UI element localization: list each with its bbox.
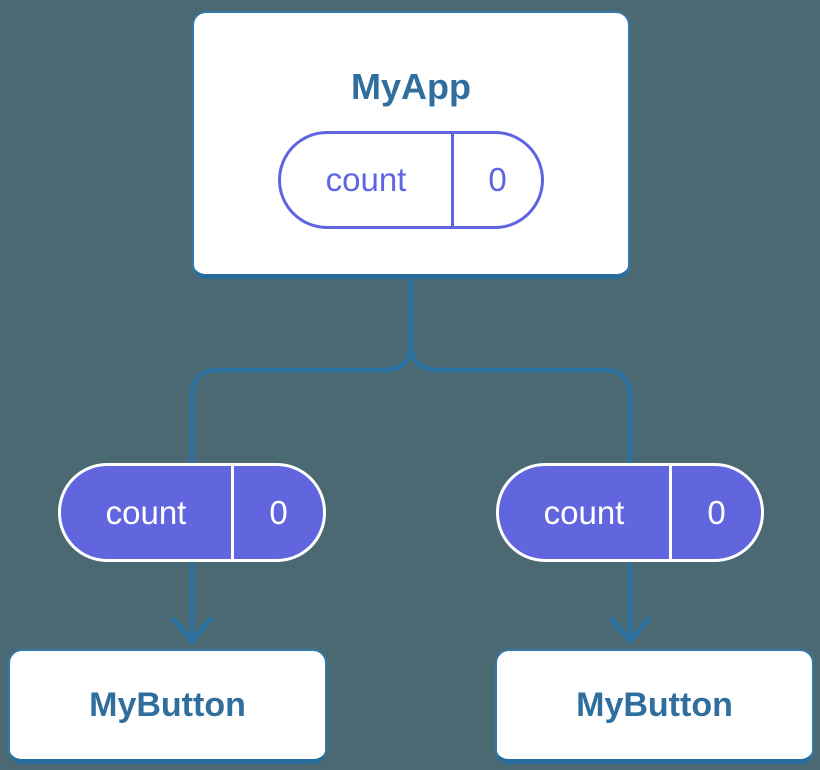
- prop-pill-right-divider: [669, 466, 672, 559]
- child-component-left-title: MyButton: [89, 686, 246, 724]
- prop-pill-right: count 0: [496, 463, 764, 562]
- prop-pill-left-name: count: [105, 493, 187, 531]
- prop-pill-right-value: 0: [707, 493, 726, 531]
- prop-pill-left-value: 0: [269, 493, 288, 531]
- root-component-card: MyApp count 0: [192, 11, 630, 279]
- arrow-left-head-icon: [171, 617, 213, 645]
- arrow-right-head-icon: [609, 617, 651, 645]
- root-component-title: MyApp: [351, 66, 471, 107]
- child-component-card-right: MyButton: [495, 649, 814, 764]
- state-pill-value: 0: [488, 161, 507, 198]
- prop-pill-right-name: count: [543, 493, 625, 531]
- child-component-right-title: MyButton: [576, 686, 733, 724]
- child-component-card-left: MyButton: [8, 649, 327, 764]
- prop-pill-left: count 0: [58, 463, 326, 562]
- state-pill-name: count: [325, 161, 407, 198]
- prop-pill-left-divider: [231, 466, 234, 559]
- state-pill-divider: [451, 134, 454, 226]
- branch-right-line: [408, 340, 633, 473]
- branch-left-line: [189, 340, 414, 473]
- state-pill: count 0: [278, 131, 544, 229]
